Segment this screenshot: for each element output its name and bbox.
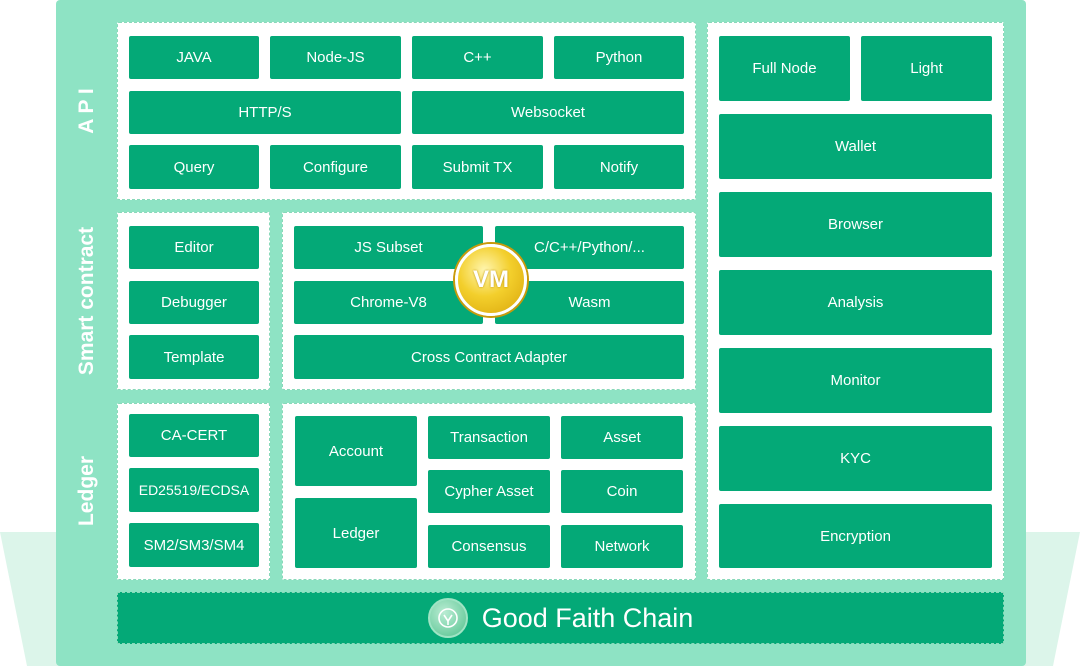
chain-logo-glyph — [437, 608, 458, 628]
engine-c-languages: C/C++/Python/... — [495, 226, 684, 269]
node-light: Light — [861, 36, 992, 101]
api-section-label: A P I — [75, 88, 98, 134]
api-language-cpp: C++ — [412, 36, 543, 79]
left-base-wing — [0, 532, 60, 666]
app-kyc: KYC — [719, 426, 992, 491]
footer-title: Good Faith Chain — [481, 602, 694, 633]
api-action-configure: Configure — [270, 145, 401, 189]
ledger-transaction: Transaction — [428, 416, 550, 459]
tool-template: Template — [129, 335, 259, 379]
ledger-account: Account — [295, 416, 417, 486]
engine-wasm: Wasm — [495, 281, 684, 324]
crypto-ed25519-ecdsa: ED25519/ECDSA — [129, 468, 259, 512]
app-encryption: Encryption — [719, 504, 992, 568]
engine-cross-contract-adapter: Cross Contract Adapter — [294, 335, 684, 379]
api-language-nodejs: Node-JS — [270, 36, 401, 79]
app-analysis: Analysis — [719, 270, 992, 335]
api-action-submit-tx: Submit TX — [412, 145, 543, 189]
ledger-coin: Coin — [561, 470, 683, 513]
api-action-notify: Notify — [554, 145, 684, 189]
app-monitor: Monitor — [719, 348, 992, 413]
api-action-query: Query — [129, 145, 259, 189]
api-protocol-websocket: Websocket — [412, 91, 684, 134]
tool-editor: Editor — [129, 226, 259, 269]
tool-debugger: Debugger — [129, 281, 259, 324]
chain-logo-icon — [427, 598, 468, 638]
footer-bar: Good Faith Chain — [117, 592, 1004, 644]
node-full: Full Node — [719, 36, 850, 101]
crypto-ca-cert: CA-CERT — [129, 414, 259, 457]
api-language-java: JAVA — [129, 36, 259, 79]
ledger-asset: Asset — [561, 416, 683, 459]
ledger-network: Network — [561, 525, 683, 568]
app-browser: Browser — [719, 192, 992, 257]
ledger-ledger: Ledger — [295, 498, 417, 568]
ledger-consensus: Consensus — [428, 525, 550, 568]
ledger-section-label: Ledger — [75, 456, 98, 527]
api-protocol-https: HTTP/S — [129, 91, 401, 134]
app-wallet: Wallet — [719, 114, 992, 179]
vm-coin-icon: VM — [455, 244, 527, 316]
crypto-sm2-sm3-sm4: SM2/SM3/SM4 — [129, 523, 259, 567]
vm-badge-label: VM — [473, 266, 509, 293]
api-language-python: Python — [554, 36, 684, 79]
smart-contract-section-label: Smart contract — [75, 226, 98, 376]
right-base-wing — [1020, 532, 1080, 666]
engine-chrome-v8: Chrome-V8 — [294, 281, 483, 324]
ledger-cypher-asset: Cypher Asset — [428, 470, 550, 513]
engine-js-subset: JS Subset — [294, 226, 483, 269]
